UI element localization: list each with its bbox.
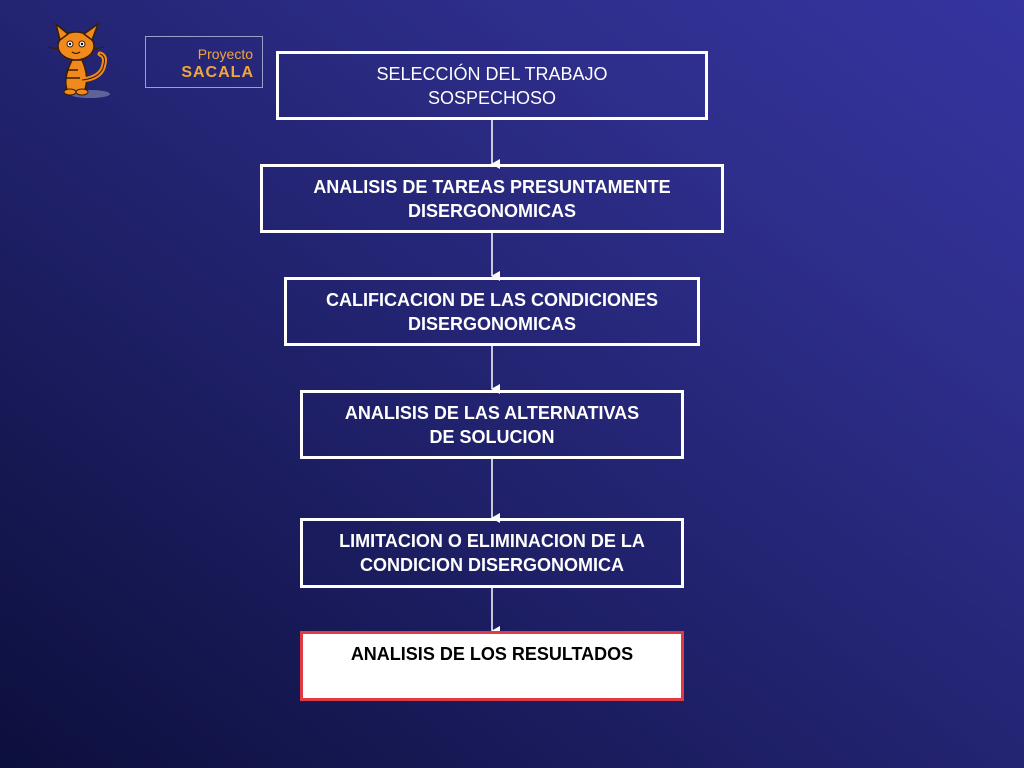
project-logo: Proyecto SACALA [42, 20, 263, 102]
step-1-box: SELECCIÓN DEL TRABAJO SOSPECHOSO [276, 51, 708, 120]
logo-text-proyecto: Proyecto [197, 46, 253, 62]
cat-mascot-icon [47, 21, 110, 98]
step-1-label: SELECCIÓN DEL TRABAJO SOSPECHOSO [376, 63, 608, 108]
step-4-box: ANALISIS DE LAS ALTERNATIVAS DE SOLUCION [300, 390, 684, 459]
step-2-label: ANALISIS DE TAREAS PRESUNTAMENTE DISERGO… [313, 176, 671, 221]
step-5-box: LIMITACION O ELIMINACION DE LA CONDICION… [300, 518, 684, 588]
step-3-label: CALIFICACION DE LAS CONDICIONES DISERGON… [325, 289, 658, 334]
step-3-box: CALIFICACION DE LAS CONDICIONES DISERGON… [284, 277, 700, 346]
logo-text-sacala: SACALA [181, 64, 254, 81]
step-5-label: LIMITACION O ELIMINACION DE LA CONDICION… [339, 531, 645, 575]
step-2-box: ANALISIS DE TAREAS PRESUNTAMENTE DISERGO… [260, 164, 724, 233]
step-4-label: ANALISIS DE LAS ALTERNATIVAS DE SOLUCION [344, 402, 640, 447]
step-6-box: ANALISIS DE LOS RESULTADOS [300, 631, 684, 701]
step-6-label: ANALISIS DE LOS RESULTADOS [350, 644, 634, 664]
logo-frame: Proyecto SACALA [145, 36, 263, 88]
